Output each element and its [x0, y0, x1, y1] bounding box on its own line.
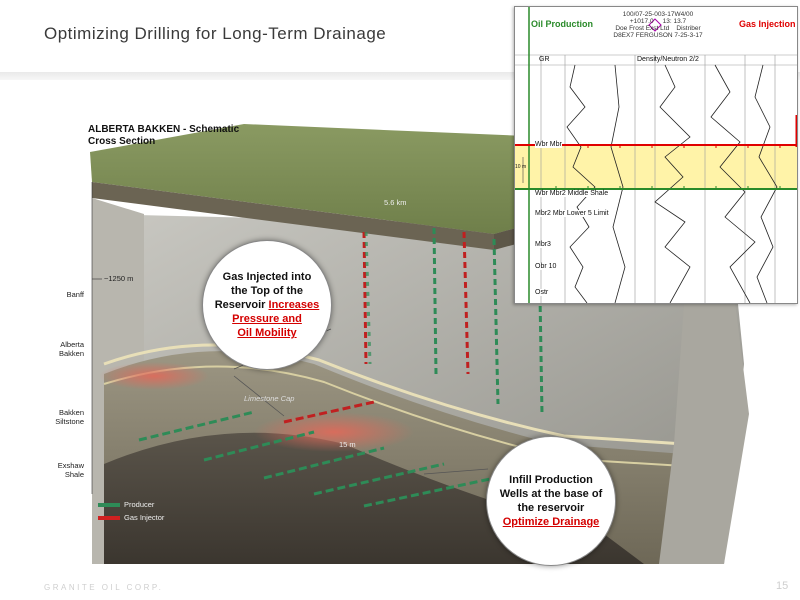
formation-banff: Banff — [66, 290, 84, 299]
log-formation-5: Obr 10 — [535, 263, 557, 270]
formation-alberta-bakken: Alberta Bakken — [58, 340, 84, 358]
oil-production-label: Oil Production — [531, 19, 593, 29]
slide-title: Optimizing Drilling for Long-Term Draina… — [44, 24, 387, 43]
header-operator: Doe Frost Exst Ltd — [615, 25, 670, 32]
log-formation-6: Ostr — [535, 289, 549, 296]
diagram-legend: Producer Gas Injector — [98, 500, 164, 522]
formation-exshaw-shale: Exshaw Shale — [57, 461, 84, 479]
infill-callout-line2: Wells at the base of — [499, 488, 603, 500]
track-left-label: GR — [539, 56, 550, 63]
header-uwi: 100/07-25-003-17W4/00 — [622, 11, 694, 18]
header-kb: +1017.0 — [629, 18, 654, 25]
company-footer: GRANITE OIL CORP. — [44, 583, 164, 592]
scale-label: 10 m — [515, 164, 527, 170]
infill-wells-callout: Infill Production Wells at the base of t… — [486, 436, 616, 566]
well-log-header: 100/07-25-003-17W4/00 +1017.0 13: 13.7 D… — [603, 11, 713, 39]
diagram-title-line2: Cross Section — [88, 136, 156, 147]
formation-bakken-siltstone: Bakken Siltstone — [55, 408, 84, 426]
track-mid-label: Density/Neutron 2/2 — [637, 56, 699, 63]
page-number: 15 — [776, 580, 789, 592]
surface-scale-label: 5.6 km — [384, 198, 407, 207]
thickness-label: 15 m — [339, 440, 356, 449]
producer-legend-label: Producer — [124, 500, 155, 509]
title-divider — [0, 72, 800, 80]
well-log-inset: Oil Production Gas Injection 100/07-25-0… — [514, 6, 798, 304]
gas-callout-emph2: Pressure and — [232, 313, 302, 325]
gas-callout-line1: Gas Injected into — [222, 271, 312, 283]
gas-callout-line2: the Top of the — [231, 285, 303, 297]
gas-injection-callout: Gas Injected into the Top of the Reservo… — [202, 240, 332, 370]
gas-callout-emph1: Increases — [268, 299, 320, 311]
log-formation-2: Wbr Mbr2 Middle Shale — [535, 190, 609, 197]
producer-legend-swatch — [98, 502, 120, 507]
infill-callout-emph: Optimize Drainage — [502, 516, 600, 528]
infill-callout-line3: the reservoir — [517, 502, 585, 514]
injector-legend-label: Gas Injector — [124, 513, 165, 522]
log-formation-4: Mbr3 — [535, 241, 551, 248]
depth-label: ~1250 m — [104, 274, 134, 283]
diagram-title-line1: ALBERTA BAKKEN - Schematic — [88, 124, 240, 135]
header-well-name: D8EX7 FERGUSON 7-25-3-17 — [613, 32, 703, 39]
header-status: Distriber — [676, 25, 701, 32]
limestone-cap-label: Limestone Cap — [244, 394, 295, 403]
infill-callout-line1: Infill Production — [509, 474, 593, 486]
header-time: 13: 13.7 — [662, 18, 687, 25]
well-log-traces — [515, 7, 797, 303]
log-formation-1: Wbr Mbr — [535, 141, 562, 148]
gas-injection-label: Gas Injection — [739, 19, 796, 29]
injector-legend-swatch — [98, 515, 120, 520]
gas-callout-emph3: Oil Mobility — [237, 327, 297, 339]
gas-callout-line3: Reservoir — [214, 299, 269, 311]
log-formation-3: Mbr2 Mbr Lower 5 Limit — [535, 210, 609, 217]
